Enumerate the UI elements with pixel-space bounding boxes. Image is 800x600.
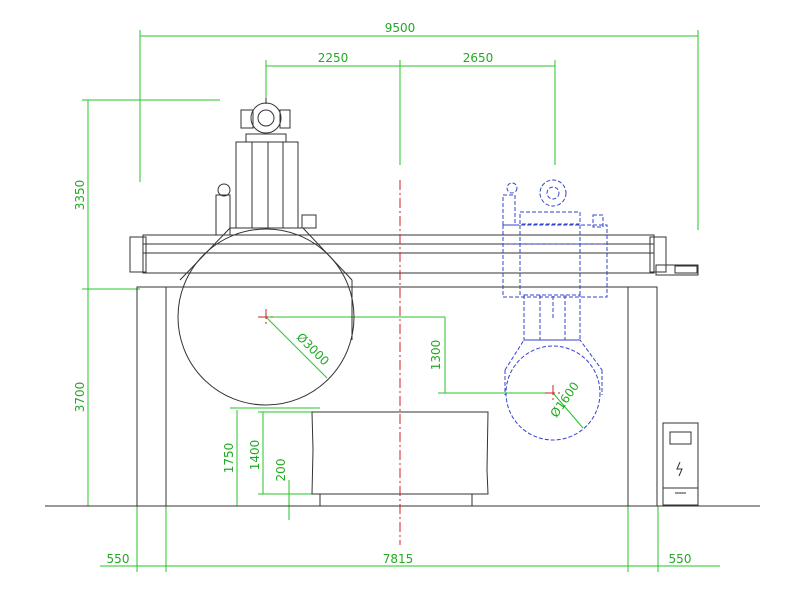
dim-left-offset: 2250 [318, 51, 349, 65]
alternate-head-position [502, 179, 608, 441]
dimension-lines [82, 30, 720, 572]
dim-blade-large: Ø3000 [294, 330, 332, 368]
centerline [258, 180, 561, 545]
dim-height-1400: 1400 [248, 440, 262, 471]
dim-right-margin: 550 [669, 552, 692, 566]
machine-outline [45, 98, 760, 507]
dim-height-200: 200 [274, 459, 288, 482]
dim-height-upper: 3350 [73, 180, 87, 211]
dim-overall-width: 9500 [385, 21, 416, 35]
dim-left-margin: 550 [107, 552, 130, 566]
dim-right-offset: 2650 [463, 51, 494, 65]
dim-height-lower: 3700 [73, 382, 87, 413]
dim-height-1750: 1750 [222, 443, 236, 474]
dim-vertical-travel: 1300 [429, 340, 443, 371]
dim-span: 7815 [383, 552, 414, 566]
